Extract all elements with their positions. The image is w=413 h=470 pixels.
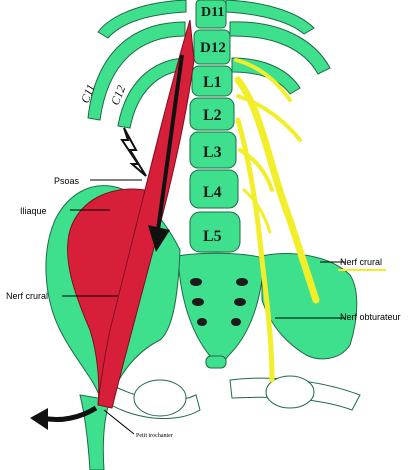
label-iliaque: Iliaque — [20, 206, 47, 216]
label-petit-trochanter: Petit trochanter — [136, 433, 173, 439]
arrow-hip-rotation-head-icon — [30, 408, 48, 430]
obturator-foramen-left — [134, 380, 186, 416]
vertebra-label-d12: D12 — [200, 40, 226, 56]
vertebra-label-l1: L1 — [203, 74, 222, 91]
vertebra-label-l5: L5 — [203, 228, 222, 245]
label-nerf-obturateur: Nerf obturateur — [340, 312, 401, 322]
vertebra-label-l4: L4 — [203, 184, 222, 201]
label-nerf-crural-left: Nerf crural — [6, 291, 48, 301]
vertebra-label-l3: L3 — [203, 144, 222, 161]
sacrum — [178, 253, 264, 363]
label-psoas: Psoas — [54, 176, 80, 186]
label-nerf-crural-right: Nerf crural — [340, 257, 382, 267]
coccyx — [206, 356, 226, 368]
vertebra-label-d11: D11 — [201, 5, 224, 20]
vertebra-label-l2: L2 — [203, 107, 222, 124]
nerve-branch-2 — [238, 96, 300, 140]
lightning-bolt-icon — [122, 128, 146, 176]
